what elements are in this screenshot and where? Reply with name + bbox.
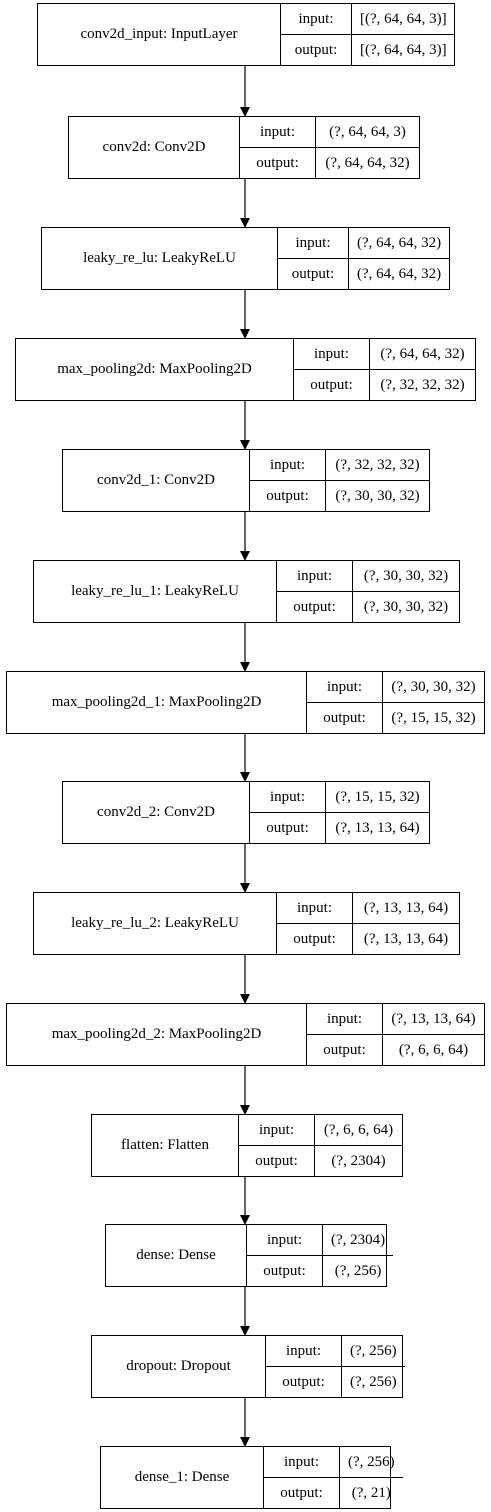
output-shape: (?, 15, 15, 32) [391, 709, 476, 726]
output-shape: (?, 64, 64, 32) [325, 154, 410, 171]
output-label: output: [291, 265, 335, 282]
output-label: output: [294, 41, 338, 58]
input-label: input: [266, 1336, 341, 1367]
output-shape: (?, 30, 30, 32) [335, 487, 420, 504]
input-label: input: [264, 1447, 339, 1478]
input-label: input: [277, 561, 352, 592]
layer-node: max_pooling2d_2: MaxPooling2D input: outp… [6, 1003, 485, 1066]
output-shape: (?, 2304) [331, 1152, 386, 1169]
input-shape: (?, 15, 15, 32) [326, 782, 429, 813]
layer-name: conv2d_1: Conv2D [63, 450, 250, 511]
output-shape: (?, 256) [350, 1373, 397, 1390]
layer-name: leaky_re_lu: LeakyReLU [42, 228, 278, 289]
output-label: output: [255, 1152, 298, 1169]
input-shape: (?, 256) [340, 1447, 403, 1478]
layer-node: conv2d: Conv2D input: output: (?, 64, 64,… [68, 116, 420, 179]
layer-name: dense: Dense [106, 1225, 247, 1286]
input-label: input: [294, 339, 369, 370]
output-label: output: [310, 376, 353, 393]
layer-node: leaky_re_lu_2: LeakyReLU input: output: (… [33, 892, 460, 955]
layer-node: conv2d_input: InputLayer input: output: [… [37, 3, 455, 66]
output-label: output: [266, 819, 309, 836]
output-shape: (?, 64, 64, 32) [357, 265, 442, 282]
layer-node: dense_1: Dense input: output: (?, 256) (?,… [100, 1446, 403, 1509]
layer-name: conv2d_2: Conv2D [63, 782, 250, 843]
layer-node: max_pooling2d_1: MaxPooling2D input: outp… [6, 671, 485, 734]
output-label: output: [282, 1373, 325, 1390]
input-label: input: [247, 1225, 322, 1256]
layer-node: dropout: Dropout input: output: (?, 256) (… [91, 1335, 405, 1398]
layer-node: max_pooling2d: MaxPooling2D input: output… [15, 338, 476, 401]
layer-node: conv2d_2: Conv2D input: output: (?, 15, 1… [62, 781, 430, 844]
input-label: input: [250, 450, 325, 481]
layer-name: flatten: Flatten [92, 1115, 239, 1176]
input-shape: (?, 256) [342, 1336, 405, 1367]
layer-name: conv2d: Conv2D [69, 117, 240, 178]
output-label: output: [323, 1041, 366, 1058]
output-shape: [(?, 64, 64, 3)] [360, 41, 447, 58]
layer-node: leaky_re_lu: LeakyReLU input: output: (?,… [41, 227, 450, 290]
layer-name: max_pooling2d_1: MaxPooling2D [7, 672, 307, 733]
input-label: input: [307, 1004, 382, 1035]
layer-node: conv2d_1: Conv2D input: output: (?, 32, 3… [62, 449, 430, 512]
layer-node: leaky_re_lu_1: LeakyReLU input: output: (… [33, 560, 460, 623]
input-shape: (?, 30, 30, 32) [383, 672, 484, 703]
input-shape: (?, 64, 64, 32) [370, 339, 475, 370]
output-label: output: [280, 1484, 323, 1501]
input-shape: (?, 13, 13, 64) [353, 893, 459, 924]
output-shape: (?, 13, 13, 64) [335, 819, 420, 836]
layer-name: leaky_re_lu_2: LeakyReLU [34, 893, 277, 954]
output-shape: (?, 32, 32, 32) [380, 376, 465, 393]
input-shape: (?, 32, 32, 32) [326, 450, 429, 481]
input-label: input: [240, 117, 315, 148]
output-shape: (?, 13, 13, 64) [363, 930, 449, 947]
input-label: input: [307, 672, 382, 703]
input-label: input: [277, 893, 352, 924]
output-shape: (?, 30, 30, 32) [363, 598, 449, 615]
layer-name: dropout: Dropout [92, 1336, 266, 1397]
layer-name: leaky_re_lu_1: LeakyReLU [34, 561, 277, 622]
input-shape: (?, 13, 13, 64) [383, 1004, 484, 1035]
layer-name: max_pooling2d: MaxPooling2D [16, 339, 294, 400]
input-label: input: [239, 1115, 314, 1146]
layer-node: flatten: Flatten input: output: (?, 6, 6,… [91, 1114, 403, 1177]
output-label: output: [293, 930, 336, 947]
output-shape: (?, 6, 6, 64) [398, 1041, 469, 1058]
input-label: input: [278, 228, 348, 259]
input-shape: (?, 2304) [323, 1225, 394, 1256]
layer-name: max_pooling2d_2: MaxPooling2D [7, 1004, 307, 1065]
input-shape: [(?, 64, 64, 3)] [352, 4, 455, 35]
output-label: output: [323, 709, 366, 726]
input-label: input: [281, 4, 351, 35]
input-shape: (?, 30, 30, 32) [353, 561, 459, 592]
output-label: output: [266, 487, 309, 504]
layer-node: dense: Dense input: output: (?, 2304) (?, … [105, 1224, 394, 1287]
output-label: output: [256, 154, 299, 171]
layer-name: conv2d_input: InputLayer [38, 4, 281, 65]
output-label: output: [263, 1262, 306, 1279]
input-shape: (?, 64, 64, 3) [316, 117, 419, 148]
output-label: output: [293, 598, 336, 615]
input-shape: (?, 6, 6, 64) [315, 1115, 402, 1146]
layer-name: dense_1: Dense [101, 1447, 264, 1508]
output-shape: (?, 256) [334, 1262, 382, 1279]
input-label: input: [250, 782, 325, 813]
output-shape: (?, 21) [351, 1484, 391, 1501]
input-shape: (?, 64, 64, 32) [349, 228, 450, 259]
